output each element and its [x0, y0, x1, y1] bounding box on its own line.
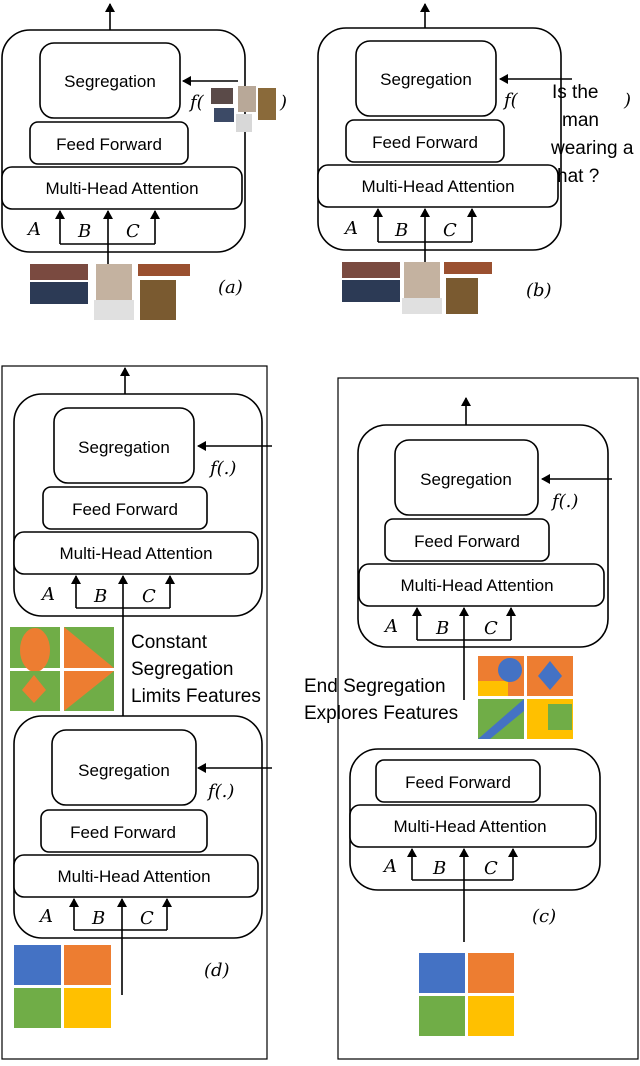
panel-c-lower-attention-box — [349, 804, 597, 848]
panel-c-upper-segregation-box — [394, 439, 539, 516]
panel-b-attention-box — [317, 164, 559, 208]
panel-c-upper-input-b: B — [435, 618, 449, 639]
panel-a-attention-box — [1, 166, 243, 210]
panel-a-segregation-box — [39, 42, 181, 119]
panel-c-upper-attention-label: Multi-Head Attention — [400, 576, 553, 595]
panel-a-input-crops — [30, 264, 190, 320]
panel-c-upper-attention-box — [358, 563, 605, 607]
panel-d-lower-input-c: C — [140, 908, 154, 929]
panel-a-paren-close: ) — [279, 92, 287, 113]
panel-d-upper-input-c: C — [142, 586, 156, 607]
panel-a-func: f( — [188, 92, 205, 113]
panel-d-upper-segregation-label: Segregation — [78, 438, 170, 457]
panel-c-upper-feedforward-label: Feed Forward — [414, 532, 520, 551]
panel-d-lower-input-a: A — [38, 906, 53, 927]
panel-d-lower-segregation-box — [51, 729, 197, 806]
panel-d-lower-attention-label: Multi-Head Attention — [57, 867, 210, 886]
panel-b-question-line-2: man — [562, 110, 599, 131]
panel-d-lower-segregation-label: Segregation — [78, 761, 170, 780]
panel-d-upper-segregation-box — [53, 407, 195, 484]
panel-b-input-crops — [342, 262, 492, 314]
panel-a-input-a: A — [26, 219, 41, 240]
panel-d-upper-feedforward-box — [42, 486, 208, 530]
panel-b-input-c: C — [443, 220, 457, 241]
panel-c-upper-feedforward-box — [384, 518, 550, 562]
panel-c-upper-input-c: C — [484, 618, 498, 639]
panel-b-question-line-1: Is the — [552, 82, 598, 103]
panel-d-upper-func: f(.) — [208, 458, 236, 479]
panel-d-label: (d) — [204, 960, 230, 981]
panel-d-annotation-line-3: Limits Features — [131, 686, 261, 707]
panel-c-lower-input-b: B — [432, 858, 446, 879]
panel-b-segregation-label: Segregation — [380, 70, 472, 89]
panel-c-explored-tiles — [478, 656, 573, 739]
panel-a-label: (a) — [218, 277, 243, 298]
panel-c-lower-input-a: A — [382, 856, 397, 877]
panel-b-segregation-box — [355, 40, 497, 117]
panel-d: Segregation Feed Forward Multi-Head Atte… — [1, 365, 272, 1060]
panel-b-input-a: A — [343, 218, 358, 239]
panel-b-paren-close: ) — [623, 90, 631, 111]
panel-b-func: f( — [502, 90, 519, 111]
panel-a-feedforward-label: Feed Forward — [56, 135, 162, 154]
panel-c-input-tiles — [419, 953, 514, 1036]
panel-c-label: (c) — [532, 906, 556, 927]
panel-b-attention-label: Multi-Head Attention — [361, 177, 514, 196]
panel-d-input-tiles — [14, 945, 111, 1028]
panel-d-segregated-tiles — [10, 627, 114, 711]
panel-a-query-crops — [211, 86, 276, 132]
panel-c-lower-input-c: C — [484, 858, 498, 879]
panel-c-frame — [337, 377, 639, 1060]
panel-c-annotation-line-2: Explores Features — [304, 703, 458, 724]
panel-a-input-c: C — [126, 221, 140, 242]
panel-d-lower-func: f(.) — [206, 781, 234, 802]
panel-d-lower-feedforward-box — [40, 809, 208, 853]
panel-c-upper-input-a: A — [383, 616, 398, 637]
panel-c-upper-func: f(.) — [550, 491, 578, 512]
panel-b-feedforward-box — [345, 119, 505, 163]
panel-d-upper-input-b: B — [93, 586, 107, 607]
panel-b-label: (b) — [526, 280, 552, 301]
panel-c-lower-feedforward-box — [375, 759, 541, 803]
panel-b-feedforward-label: Feed Forward — [372, 133, 478, 152]
panel-d-lower-attention-box — [13, 854, 259, 898]
panel-a-input-b: B — [77, 221, 91, 242]
panel-b-question-line-3: wearing a — [550, 138, 634, 159]
panel-c-upper-segregation-label: Segregation — [420, 470, 512, 489]
panel-d-lower-input-b: B — [91, 908, 105, 929]
panel-d-upper-input-a: A — [40, 584, 55, 605]
panel-c: Segregation Feed Forward Multi-Head Atte… — [304, 377, 639, 1060]
panel-c-annotation-line-1: End Segregation — [304, 676, 446, 697]
panel-d-annotation-line-2: Segregation — [131, 659, 233, 680]
panel-d-frame — [1, 365, 268, 1060]
panel-d-annotation-line-1: Constant — [131, 632, 208, 653]
panel-b: Segregation Feed Forward Multi-Head Atte… — [317, 3, 634, 314]
panel-d-upper-attention-box — [13, 531, 259, 575]
panel-d-lower-feedforward-label: Feed Forward — [70, 823, 176, 842]
panel-a-segregation-label: Segregation — [64, 72, 156, 91]
panel-c-lower-feedforward-label: Feed Forward — [405, 773, 511, 792]
panel-a: Segregation Feed Forward Multi-Head Atte… — [1, 3, 287, 320]
panel-a-attention-label: Multi-Head Attention — [45, 179, 198, 198]
panel-a-feedforward-box — [29, 121, 189, 165]
panel-d-upper-feedforward-label: Feed Forward — [72, 500, 178, 519]
panel-b-question-line-4: hat ? — [557, 166, 599, 187]
panel-c-lower-attention-label: Multi-Head Attention — [393, 817, 546, 836]
panel-b-input-b: B — [394, 220, 408, 241]
panel-d-upper-attention-label: Multi-Head Attention — [59, 544, 212, 563]
